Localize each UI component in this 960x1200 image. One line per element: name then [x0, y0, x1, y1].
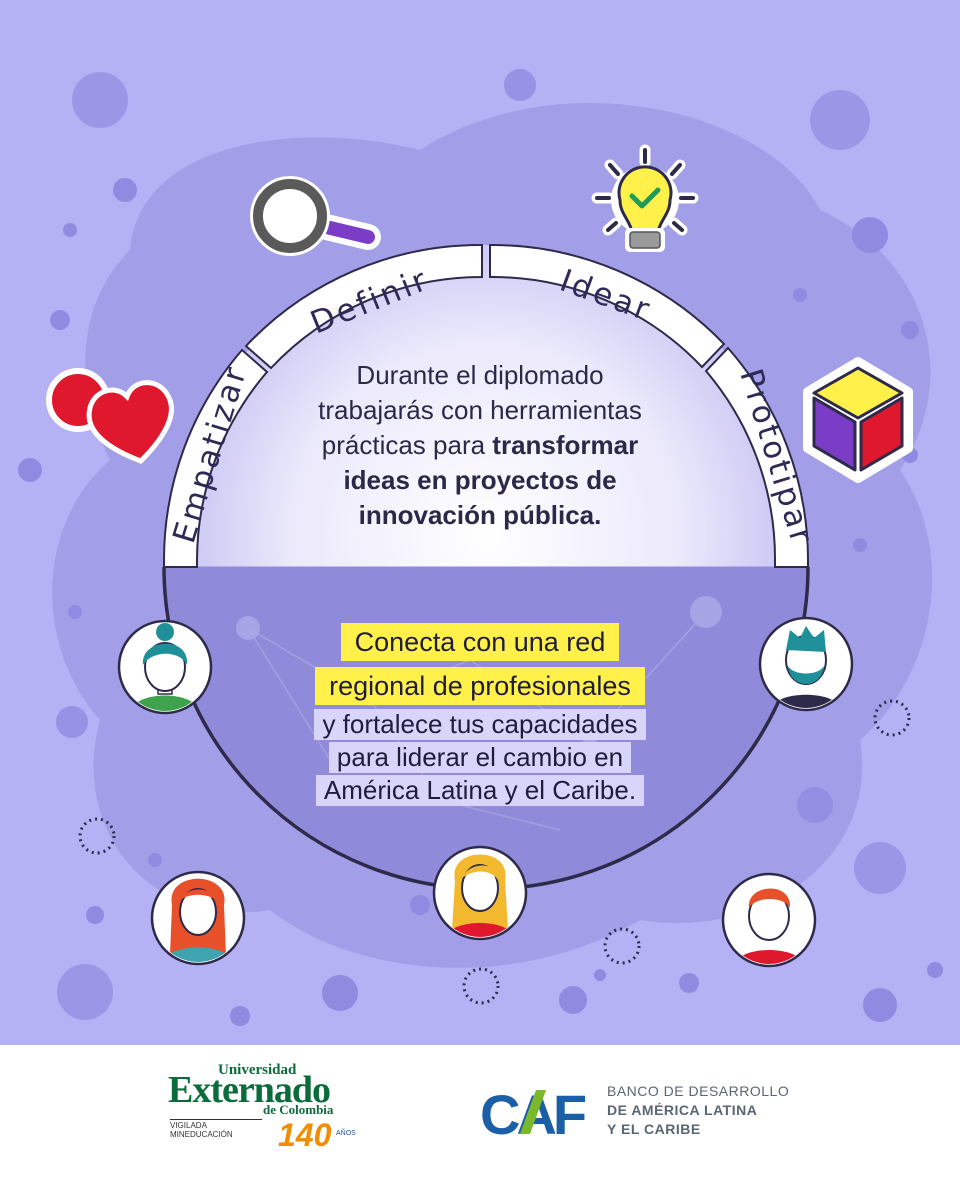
- cube-icon: [803, 357, 913, 483]
- caf-text: BANCO DE DESARROLLO DE AMÉRICA LATINA Y …: [607, 1082, 789, 1139]
- artwork: Empatizar Definir Idear Prototipar: [0, 0, 960, 1045]
- dotted-rings: [78, 699, 911, 1005]
- network-text: Conecta con una red regional de profesio…: [250, 620, 710, 807]
- caf-line-2: DE AMÉRICA LATINA: [607, 1102, 758, 1118]
- network-line-5: América Latina y el Caribe.: [315, 775, 645, 806]
- circle-top-fill: [164, 245, 808, 567]
- segment-idear: [489, 243, 726, 369]
- externado-country: de Colombia: [263, 1102, 334, 1117]
- avatar-man-orange-hair: [721, 872, 817, 968]
- network-line-4: para liderar el cambio en: [328, 742, 632, 773]
- magnifier-icon: [250, 176, 381, 256]
- lightbulb-icon: [591, 144, 699, 252]
- intro-line-3-regular: prácticas para: [321, 430, 493, 460]
- network-highlight-1: Conecta con una red: [340, 623, 620, 661]
- network-highlight-2: regional de profesionales: [315, 667, 645, 705]
- avatar-woman-teal-hair: [117, 619, 213, 715]
- intro-line-3: prácticas para transformar: [280, 428, 680, 463]
- intro-line-3-bold: transformar: [492, 430, 639, 460]
- externado-vigilada: VIGILADA MINEDUCACIÓN: [170, 1119, 262, 1139]
- heart-person-icon: [46, 368, 174, 464]
- stage-ring: [163, 243, 809, 568]
- network-line-3: y fortalece tus capacidades: [314, 709, 646, 740]
- intro-line-1: Durante el diplomado: [356, 360, 604, 390]
- externado-anos: AÑOS: [336, 1130, 356, 1137]
- externado-univ: Universidad: [218, 1062, 297, 1078]
- externado-logo: Universidad Externado de Colombia VIGILA…: [168, 1062, 368, 1162]
- externado-name: Externado: [168, 1069, 331, 1111]
- footer: [0, 1045, 960, 1200]
- caf-line-1: BANCO DE DESARROLLO: [607, 1083, 790, 1099]
- intro-line-4: ideas en proyectos de: [343, 465, 617, 495]
- externado-140: 140: [278, 1117, 332, 1153]
- segment-empatizar: [163, 348, 269, 568]
- intro-line-2: trabajarás con herramientas: [318, 395, 642, 425]
- caf-logo-mark: CAF: [480, 1083, 590, 1142]
- intro-text: Durante el diplomado trabajarás con herr…: [280, 358, 680, 533]
- caf-line-3: Y EL CARIBE: [607, 1121, 701, 1137]
- segment-prototipar: [704, 346, 809, 568]
- segment-definir: [244, 243, 483, 370]
- avatar-woman-orange-hair: [150, 870, 246, 966]
- avatar-woman-yellow-hair: [432, 845, 528, 941]
- intro-line-5: innovación pública.: [358, 500, 602, 530]
- decorative-dots: [18, 69, 943, 1026]
- avatar-man-teal-beard: [758, 616, 854, 712]
